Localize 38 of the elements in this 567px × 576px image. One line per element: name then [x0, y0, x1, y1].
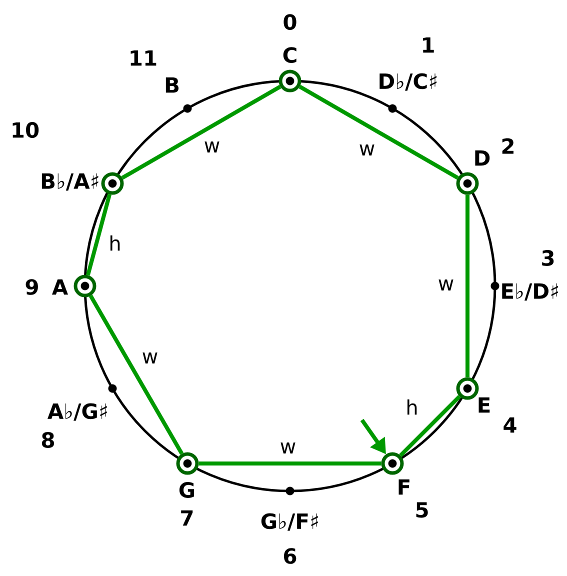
pitch-label: E	[478, 397, 490, 413]
scale-step-line	[121, 84, 282, 180]
step-label: w	[278, 442, 298, 454]
pitch-label: C	[283, 47, 296, 63]
scale-step-line	[466, 194, 470, 378]
scale-step-line	[198, 462, 382, 466]
pitch-label: A	[52, 279, 68, 295]
scale-step-line	[88, 294, 184, 455]
step-label: w	[358, 144, 376, 156]
step-label: w	[140, 352, 160, 364]
step-label: h	[404, 398, 420, 416]
pitch-label: 8	[42, 432, 54, 448]
scale-step-line	[86, 194, 112, 276]
pitch-label: 11	[130, 50, 156, 66]
pitch-label: 6	[284, 548, 296, 564]
pitch-label: A♭/G♯	[48, 403, 107, 421]
pitch-label: E♭/D♯	[502, 283, 558, 301]
pitch-label: B	[166, 77, 179, 93]
step-label: w	[436, 278, 456, 292]
pitch-label: 3	[542, 250, 554, 266]
pitch-label: 10	[12, 122, 39, 138]
pitch-label: D	[475, 150, 490, 166]
scale-step-line	[399, 395, 461, 457]
pitch-label: 1	[423, 37, 434, 53]
step-label: h	[108, 234, 122, 252]
pitch-label: D♭/C♯	[380, 73, 437, 91]
pitch-label: G♭/F♯	[261, 513, 318, 531]
pitch-label: 2	[502, 138, 514, 154]
pitch-label: B♭/A♯	[42, 173, 98, 191]
pitch-label: 7	[181, 510, 193, 526]
step-label: w	[202, 140, 222, 154]
pitch-label: 4	[504, 417, 516, 433]
pitch-label: G	[179, 482, 194, 498]
scale-step-line	[298, 84, 459, 180]
pitch-label: 0	[284, 14, 296, 30]
pitch-label: 9	[26, 279, 38, 295]
pitch-label: F	[398, 479, 410, 495]
pitch-label: 5	[416, 502, 428, 518]
